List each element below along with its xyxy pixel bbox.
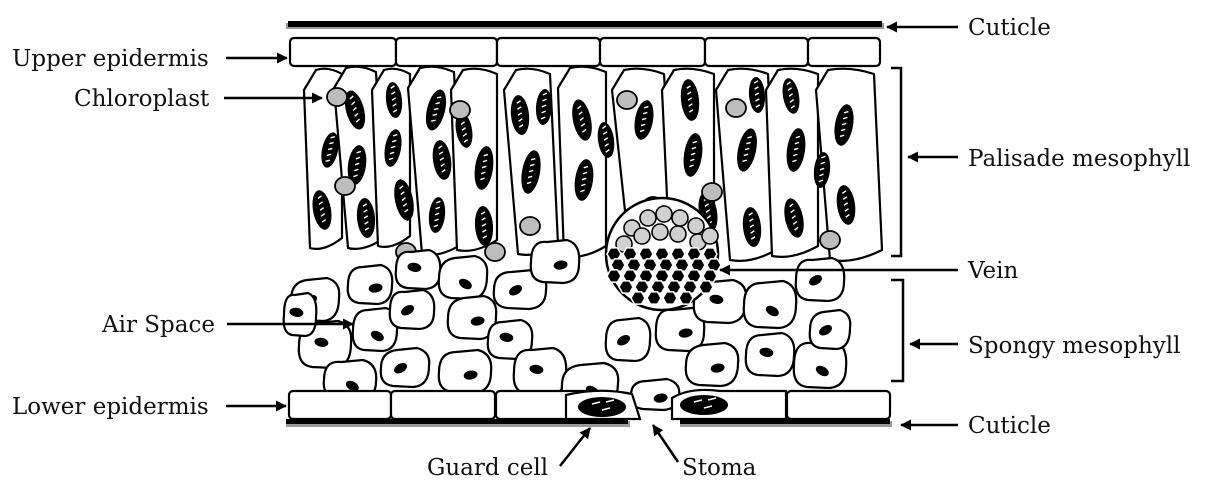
organelle xyxy=(520,217,540,235)
phloem-cell xyxy=(670,226,686,242)
label-lower-epidermis: Lower epidermis xyxy=(12,394,209,420)
epidermal-cell xyxy=(289,391,391,419)
spongy-cell xyxy=(686,343,738,386)
spongy-cell xyxy=(744,281,796,328)
xylem-cell xyxy=(631,292,645,304)
epidermal-cell xyxy=(705,38,808,66)
organelle xyxy=(485,243,505,261)
label-guard-cell: Guard cell xyxy=(427,455,548,481)
spongy-cell xyxy=(348,265,393,304)
arrow-guard-cell xyxy=(560,428,590,466)
phloem-cell xyxy=(656,206,672,222)
xylem-cell xyxy=(619,281,633,293)
organelle xyxy=(726,99,746,117)
label-cuticle-top: Cuticle xyxy=(968,15,1051,41)
palisade-bracket xyxy=(891,68,901,256)
upper-epidermis-cells xyxy=(290,38,880,66)
label-cuticle-bottom: Cuticle xyxy=(968,413,1051,439)
spongy-cell xyxy=(531,240,580,283)
xylem-cell xyxy=(647,292,661,304)
xylem-cell xyxy=(699,281,713,293)
epidermal-cell xyxy=(290,38,396,66)
label-palisade-mesophyll: Palisade mesophyll xyxy=(968,146,1190,172)
epidermal-cell xyxy=(808,38,880,66)
phloem-cell xyxy=(640,210,656,226)
phloem-cell xyxy=(652,224,668,240)
phloem-cell xyxy=(634,228,650,244)
palisade-mesophyll-cells xyxy=(304,67,882,261)
label-air-space: Air Space xyxy=(101,312,215,338)
label-upper-epidermis: Upper epidermis xyxy=(12,46,209,72)
epidermal-cell xyxy=(787,391,890,419)
top-cuticle xyxy=(286,21,884,29)
epidermal-cell xyxy=(497,38,600,66)
guard-cell-nucleus xyxy=(578,397,626,417)
arrow-stoma xyxy=(653,425,678,462)
phloem-cell xyxy=(702,228,718,244)
organelle xyxy=(702,183,722,201)
label-spongy-mesophyll: Spongy mesophyll xyxy=(968,333,1180,359)
label-chloroplast: Chloroplast xyxy=(74,86,210,112)
spongy-bracket xyxy=(891,280,903,381)
bottom-cuticle xyxy=(286,419,892,427)
xylem-cell xyxy=(663,292,677,304)
organelle xyxy=(450,101,470,119)
label-vein: Vein xyxy=(967,258,1018,284)
organelle xyxy=(617,91,637,109)
organelle xyxy=(820,231,840,249)
lower-epidermis-cells xyxy=(289,390,890,419)
organelle xyxy=(327,88,347,106)
spongy-cell xyxy=(439,350,491,393)
phloem-cell xyxy=(688,218,704,234)
phloem-cell xyxy=(672,210,688,226)
xylem-cell xyxy=(679,292,693,304)
epidermal-cell xyxy=(391,391,495,419)
guard-cell-nucleus xyxy=(680,395,728,415)
spongy-mesophyll-cells xyxy=(284,240,851,410)
epidermal-cell xyxy=(600,38,705,66)
label-stoma: Stoma xyxy=(682,455,757,481)
spongy-cell xyxy=(439,256,488,299)
xylem-cell xyxy=(607,270,621,282)
organelle xyxy=(335,177,355,195)
epidermal-cell xyxy=(396,38,497,66)
